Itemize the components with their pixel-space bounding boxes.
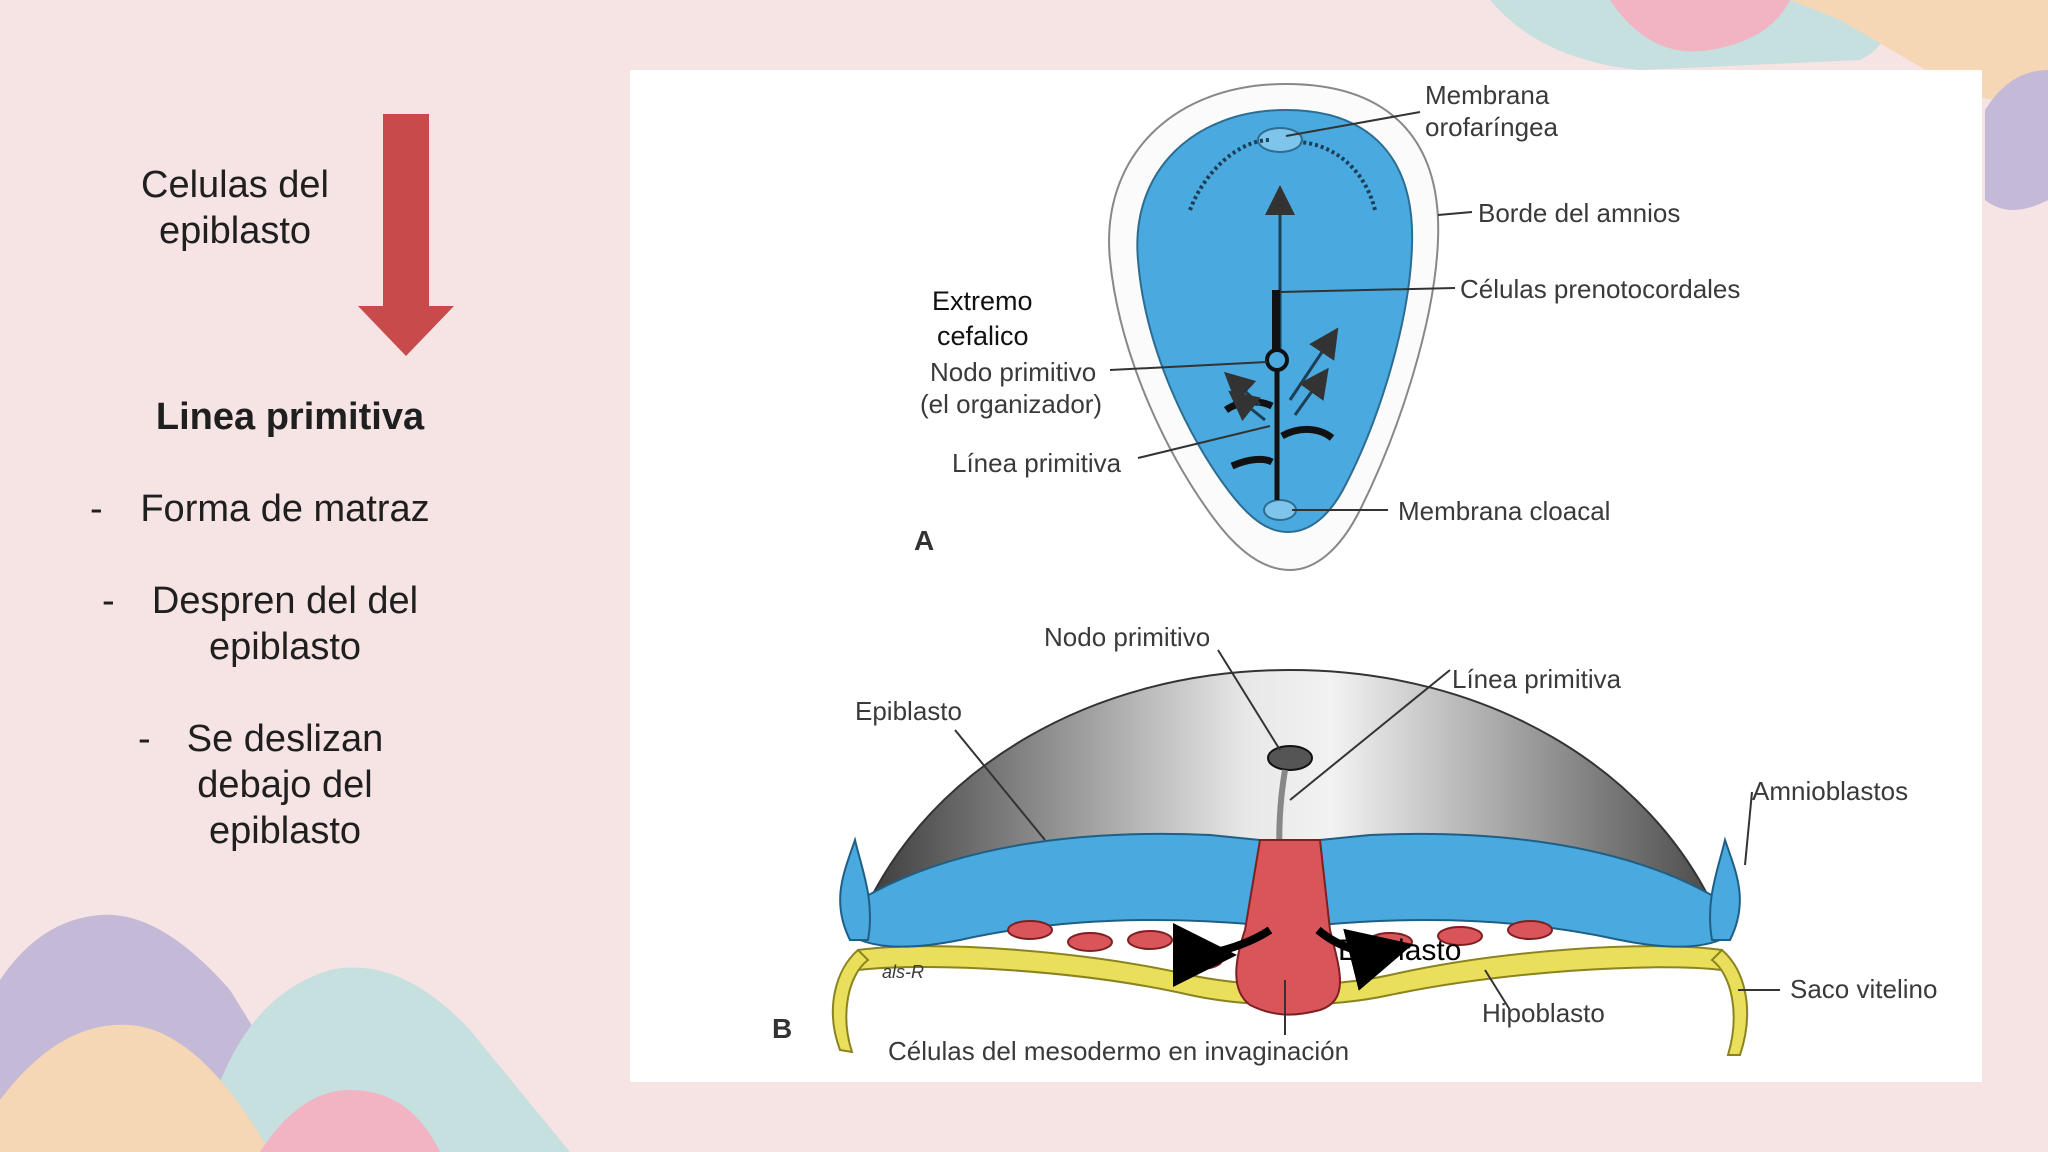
embryo-figure: Membrana orofaríngea Borde del amnios Cé… bbox=[630, 70, 1982, 1082]
amnioblast-right bbox=[1709, 836, 1741, 941]
label-epiblasto: Epiblasto bbox=[855, 696, 962, 726]
label-membrana-1: Membrana bbox=[1425, 80, 1550, 110]
leader-prenotocordales bbox=[1279, 287, 1456, 293]
bullet-3-line2: debajo del bbox=[197, 764, 373, 806]
label-hipoblasto: Hipoblasto bbox=[1482, 998, 1605, 1028]
bullet-dash-1: - bbox=[90, 488, 103, 530]
panel-a: Membrana orofaríngea Borde del amnios Cé… bbox=[914, 80, 1740, 572]
bullet-dash-2: - bbox=[102, 580, 115, 622]
migration-arrow-left bbox=[1172, 922, 1273, 987]
mesoderm-cell-6 bbox=[1437, 926, 1483, 946]
epiblast-cells-label: Celulas del epiblasto bbox=[120, 162, 350, 254]
leader-linea-b bbox=[1289, 669, 1451, 801]
deco-lilac-right bbox=[1985, 70, 2048, 210]
streak-bar-2 bbox=[1280, 426, 1335, 441]
epiblast-cells-line2: epiblasto bbox=[158, 210, 312, 252]
deco-pink-top bbox=[1610, 0, 1790, 52]
mesoderm-cell-3 bbox=[1127, 930, 1173, 950]
migration-arrow-4 bbox=[1228, 390, 1266, 422]
curved-arrow-right bbox=[1299, 140, 1377, 211]
deco-peach-top bbox=[1790, 0, 2048, 100]
curved-arrow-left bbox=[1188, 138, 1271, 211]
label-membrana-2: orofaríngea bbox=[1425, 112, 1559, 142]
epiblast-right bbox=[1319, 832, 1721, 948]
oropharyngeal-membrane bbox=[1257, 127, 1303, 153]
label-linea-a: Línea primitiva bbox=[952, 448, 1122, 478]
leader-nodo-b bbox=[1217, 649, 1281, 751]
leader-membrana bbox=[1285, 111, 1421, 137]
primitive-pit bbox=[1267, 745, 1313, 771]
label-prenotocordales: Células prenotocordales bbox=[1460, 274, 1740, 304]
leader-amnioblastos bbox=[1744, 791, 1753, 866]
label-borde-amnios: Borde del amnios bbox=[1478, 198, 1680, 228]
yolk-sac-left bbox=[831, 948, 870, 1054]
bullet-2-line2: epiblasto bbox=[208, 626, 362, 668]
panel-b: Nodo primitivo Línea primitiva Epiblasto… bbox=[772, 622, 1937, 1066]
deco-peach-bottom bbox=[0, 1024, 270, 1152]
label-extremo-1: Extremo bbox=[932, 286, 1033, 316]
artist-signature: als-R bbox=[882, 962, 924, 982]
mesoderm-cell-7 bbox=[1507, 920, 1553, 940]
panel-b-letter: B bbox=[772, 1013, 792, 1044]
down-arrow-icon bbox=[358, 114, 454, 356]
embryo-diagram: Membrana orofaríngea Borde del amnios Cé… bbox=[772, 80, 1937, 1066]
bullet-3: Se deslizan debajo del epiblasto bbox=[155, 716, 415, 854]
label-mesodermo: Células del mesodermo en invaginación bbox=[888, 1036, 1349, 1066]
leader-borde bbox=[1437, 211, 1473, 216]
leader-nodo-a bbox=[1109, 361, 1268, 371]
mesoderm-cell-2 bbox=[1067, 932, 1113, 952]
panel-a-letter: A bbox=[914, 525, 934, 556]
bullet-1: Forma de matraz bbox=[125, 486, 445, 532]
leader-epiblasto bbox=[954, 729, 1046, 841]
mesoderm-cell-1 bbox=[1007, 920, 1053, 940]
bullet-2: Despren del del epiblasto bbox=[135, 578, 435, 670]
deco-mint-bottom bbox=[200, 967, 570, 1152]
label-amnioblastos: Amnioblastos bbox=[1752, 776, 1908, 806]
deco-pink-bottom bbox=[260, 1090, 440, 1152]
yolk-sac-right bbox=[1710, 948, 1749, 1056]
epiblast-left bbox=[859, 832, 1261, 948]
bullet-3-line3: epiblasto bbox=[208, 810, 362, 852]
label-epiblasto-overlay: Epiblasto bbox=[1338, 934, 1461, 967]
epiblast-cells-line1: Celulas del bbox=[141, 164, 329, 206]
bullet-1-line1: Forma de matraz bbox=[140, 488, 430, 530]
streak-bar-3 bbox=[1230, 455, 1274, 470]
label-saco-vitelino: Saco vitelino bbox=[1790, 974, 1937, 1004]
leader-linea-a bbox=[1137, 425, 1271, 459]
label-cloacal: Membrana cloacal bbox=[1398, 496, 1610, 526]
migration-arrow-2 bbox=[1293, 367, 1329, 416]
primitive-streak-heading: Linea primitiva bbox=[155, 396, 425, 438]
label-nodo-a-2: (el organizador) bbox=[920, 389, 1102, 419]
label-nodo-b: Nodo primitivo bbox=[1044, 622, 1210, 652]
bullet-2-line1: Despren del del bbox=[151, 580, 419, 622]
label-linea-b: Línea primitiva bbox=[1452, 664, 1622, 694]
primitive-node bbox=[1265, 348, 1289, 372]
leader-hipoblasto bbox=[1484, 969, 1511, 1011]
label-nodo-a-1: Nodo primitivo bbox=[930, 357, 1096, 387]
label-extremo-2: cefalico bbox=[937, 321, 1029, 351]
cloacal-membrane bbox=[1263, 499, 1297, 521]
migration-arrow-right bbox=[1315, 926, 1414, 991]
amnioblast-left bbox=[839, 836, 871, 941]
bullet-3-line1: Se deslizan bbox=[186, 718, 384, 760]
bullet-dash-3: - bbox=[138, 718, 151, 760]
